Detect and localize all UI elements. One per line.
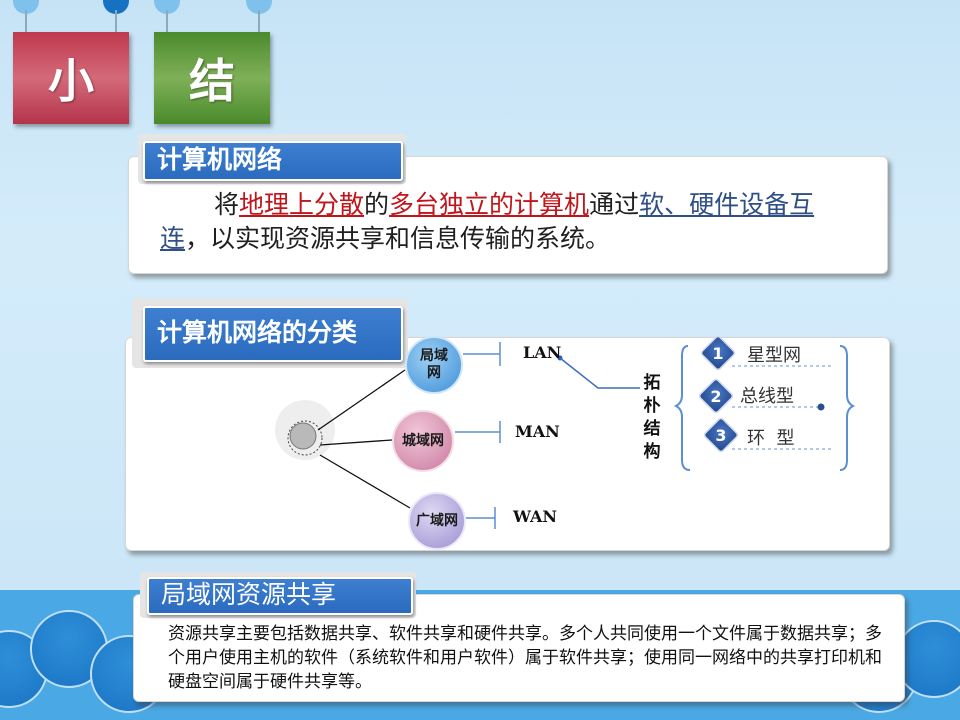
def-part-7: ，以实现资源共享和信息传输的系统。: [185, 224, 611, 253]
topology-badge-3: 3: [706, 420, 736, 450]
node-wan: 广域网: [408, 492, 466, 550]
title-tile-2: 结: [154, 32, 270, 124]
pin-decoration: [13, 0, 39, 14]
topology-ring: 环 型: [747, 428, 795, 449]
section-header-classification: 计算机网络的分类: [143, 306, 403, 362]
hub-ring: [287, 420, 323, 456]
node-lan: 局域网: [405, 336, 463, 394]
def-part-5: 通过: [589, 190, 640, 219]
topology-badge-2: 2: [701, 381, 731, 411]
network-definition: 将地理上分散的多台独立的计算机通过软、硬件设备互连，以实现资源共享和信息传输的系…: [160, 188, 860, 256]
topology-heading: 拓朴结构: [643, 373, 661, 462]
label-man: MAN: [515, 422, 560, 441]
topology-badge-1: 1: [703, 338, 733, 368]
def-part-1: 将: [214, 190, 240, 219]
label-wan: WAN: [513, 507, 557, 526]
sharing-body: 资源共享主要包括数据共享、软件共享和硬件共享。多个人共同使用一个文件属于数据共享…: [168, 624, 882, 692]
title-tile-1: 小: [13, 32, 129, 124]
hub-icon: [289, 422, 317, 450]
section-header-sharing: 局域网资源共享: [147, 577, 413, 615]
classification-card: [125, 337, 890, 551]
pin-decoration: [154, 0, 180, 14]
topology-bus: 总线型: [740, 386, 794, 407]
topology-star: 星型网: [747, 345, 801, 366]
section-header-network: 计算机网络: [143, 141, 403, 181]
node-man: 城域网: [392, 410, 454, 472]
def-part-4: 多台独立的计算机: [389, 190, 590, 219]
def-part-3: 的: [364, 190, 390, 219]
pin-decoration: [246, 0, 272, 14]
def-part-6: 软、硬件设备互连: [160, 190, 815, 253]
label-lan: LAN: [523, 343, 562, 362]
pin-decoration: [103, 0, 129, 14]
def-part-2: 地理上分散: [239, 190, 365, 219]
